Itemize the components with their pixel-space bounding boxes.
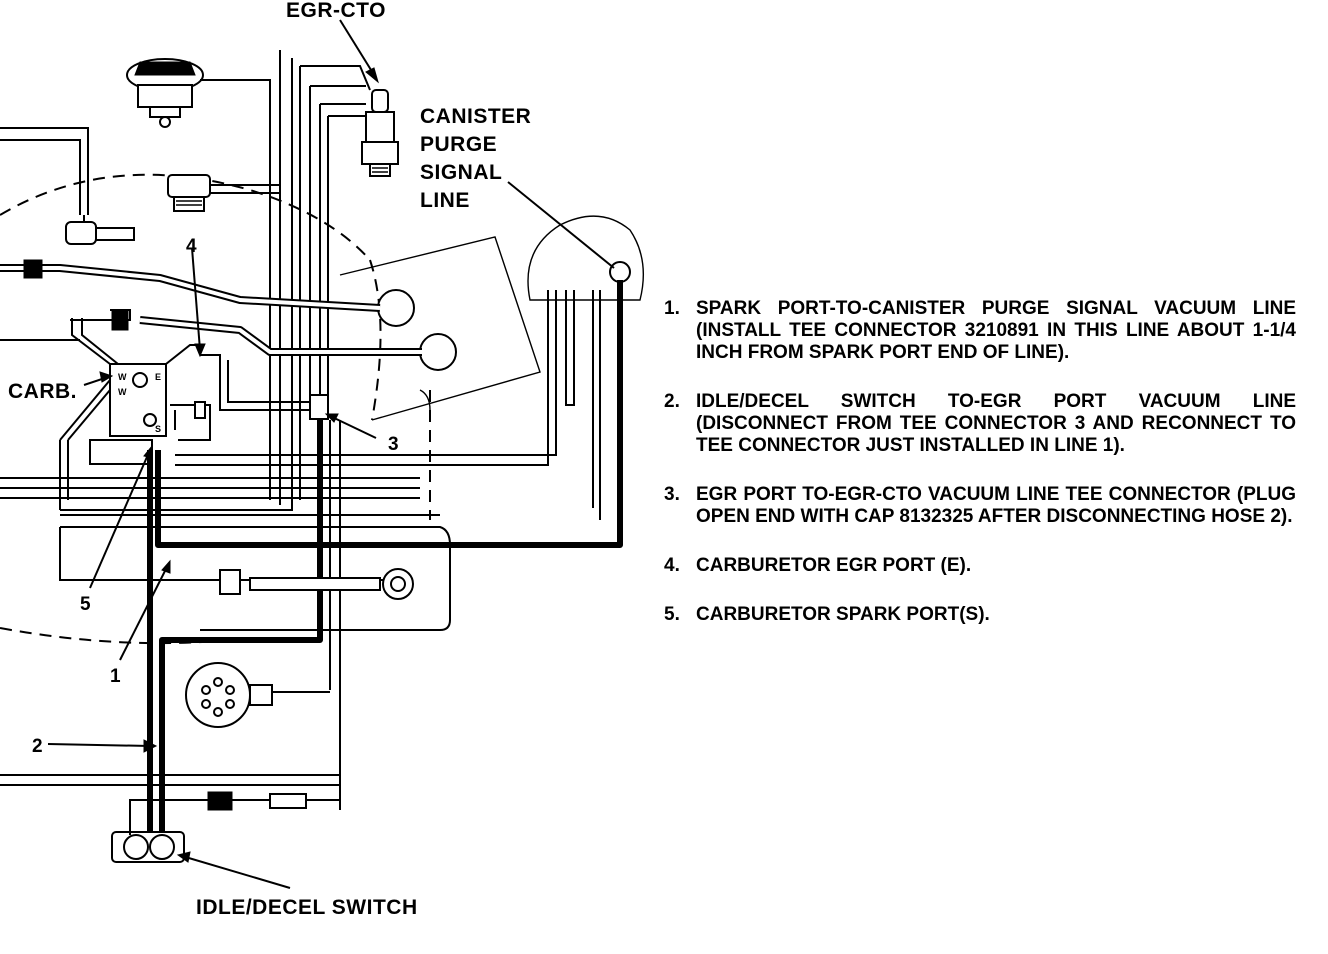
hose-line-2 [147,280,623,835]
canister-label-line3: SIGNAL [420,161,502,184]
legend-item-2: 2. IDLE/DECEL SWITCH TO-EGR PORT VACUUM … [664,391,1296,457]
canister-label-line4: LINE [420,189,470,212]
intake-ports [377,289,457,371]
legend-item-4: 4. CARBURETOR EGR PORT (E). [664,555,1296,577]
legend-text: SPARK PORT-TO-CANISTER PURGE SIGNAL VACU… [696,298,1296,363]
carb-tee-lines [170,290,557,466]
legend-number: 2. [664,391,680,412]
callout-3: 3 [388,434,399,455]
vacuum-diaphragm [126,58,271,500]
legend-item-3: 3. EGR PORT TO-EGR-CTO VACUUM LINE TEE C… [664,484,1296,528]
legend-item-5: 5. CARBURETOR SPARK PORT(S). [664,604,1296,626]
egr-cto-valve [361,89,399,177]
idle-decel-switch-label: IDLE/DECEL SWITCH [196,896,418,919]
canister-label-line1: CANISTER [420,105,531,128]
distributor [185,662,330,728]
idle-decel-switch [111,791,340,863]
legend-number: 4. [664,555,680,576]
callout-5: 5 [80,594,91,615]
diagram-labels: EGR-CTO CANISTER PURGE SIGNAL LINE CARB.… [8,0,531,919]
carburetor: W W E S [59,309,202,510]
lower-hoses [215,420,414,810]
intake-plate [339,236,541,421]
legend-number: 1. [664,298,680,319]
callout-2: 2 [32,736,43,757]
carb-port-w2-label: W [118,387,127,397]
egr-cto-label: EGR-CTO [286,0,386,22]
air-cleaner-outline [0,173,431,645]
legend-text: IDLE/DECEL SWITCH TO-EGR PORT VACUUM LIN… [696,391,1296,456]
carb-port-s-label: S [155,424,161,434]
carb-port-w1-label: W [118,372,127,382]
legend-text: CARBURETOR SPARK PORT(S). [696,604,990,625]
legend-number: 5. [664,604,680,625]
legend-item-1: 1. SPARK PORT-TO-CANISTER PURGE SIGNAL V… [664,298,1296,364]
canister-label-line2: PURGE [420,133,497,156]
legend-text: CARBURETOR EGR PORT (E). [696,555,972,576]
carb-label: CARB. [8,380,77,403]
carb-port-e-label: E [155,372,161,382]
thermal-vacuum-switch [167,174,211,212]
engine-outline [0,127,451,786]
callout-4: 4 [186,236,197,257]
legend-number: 3. [664,484,680,505]
intake-hoses [0,259,422,356]
canister-assembly [527,215,645,520]
legend: 1. SPARK PORT-TO-CANISTER PURGE SIGNAL V… [664,298,1296,653]
callout-arrows [47,19,615,889]
left-valve [65,215,135,245]
callout-1: 1 [110,666,121,687]
legend-text: EGR PORT TO-EGR-CTO VACUUM LINE TEE CONN… [696,484,1296,527]
